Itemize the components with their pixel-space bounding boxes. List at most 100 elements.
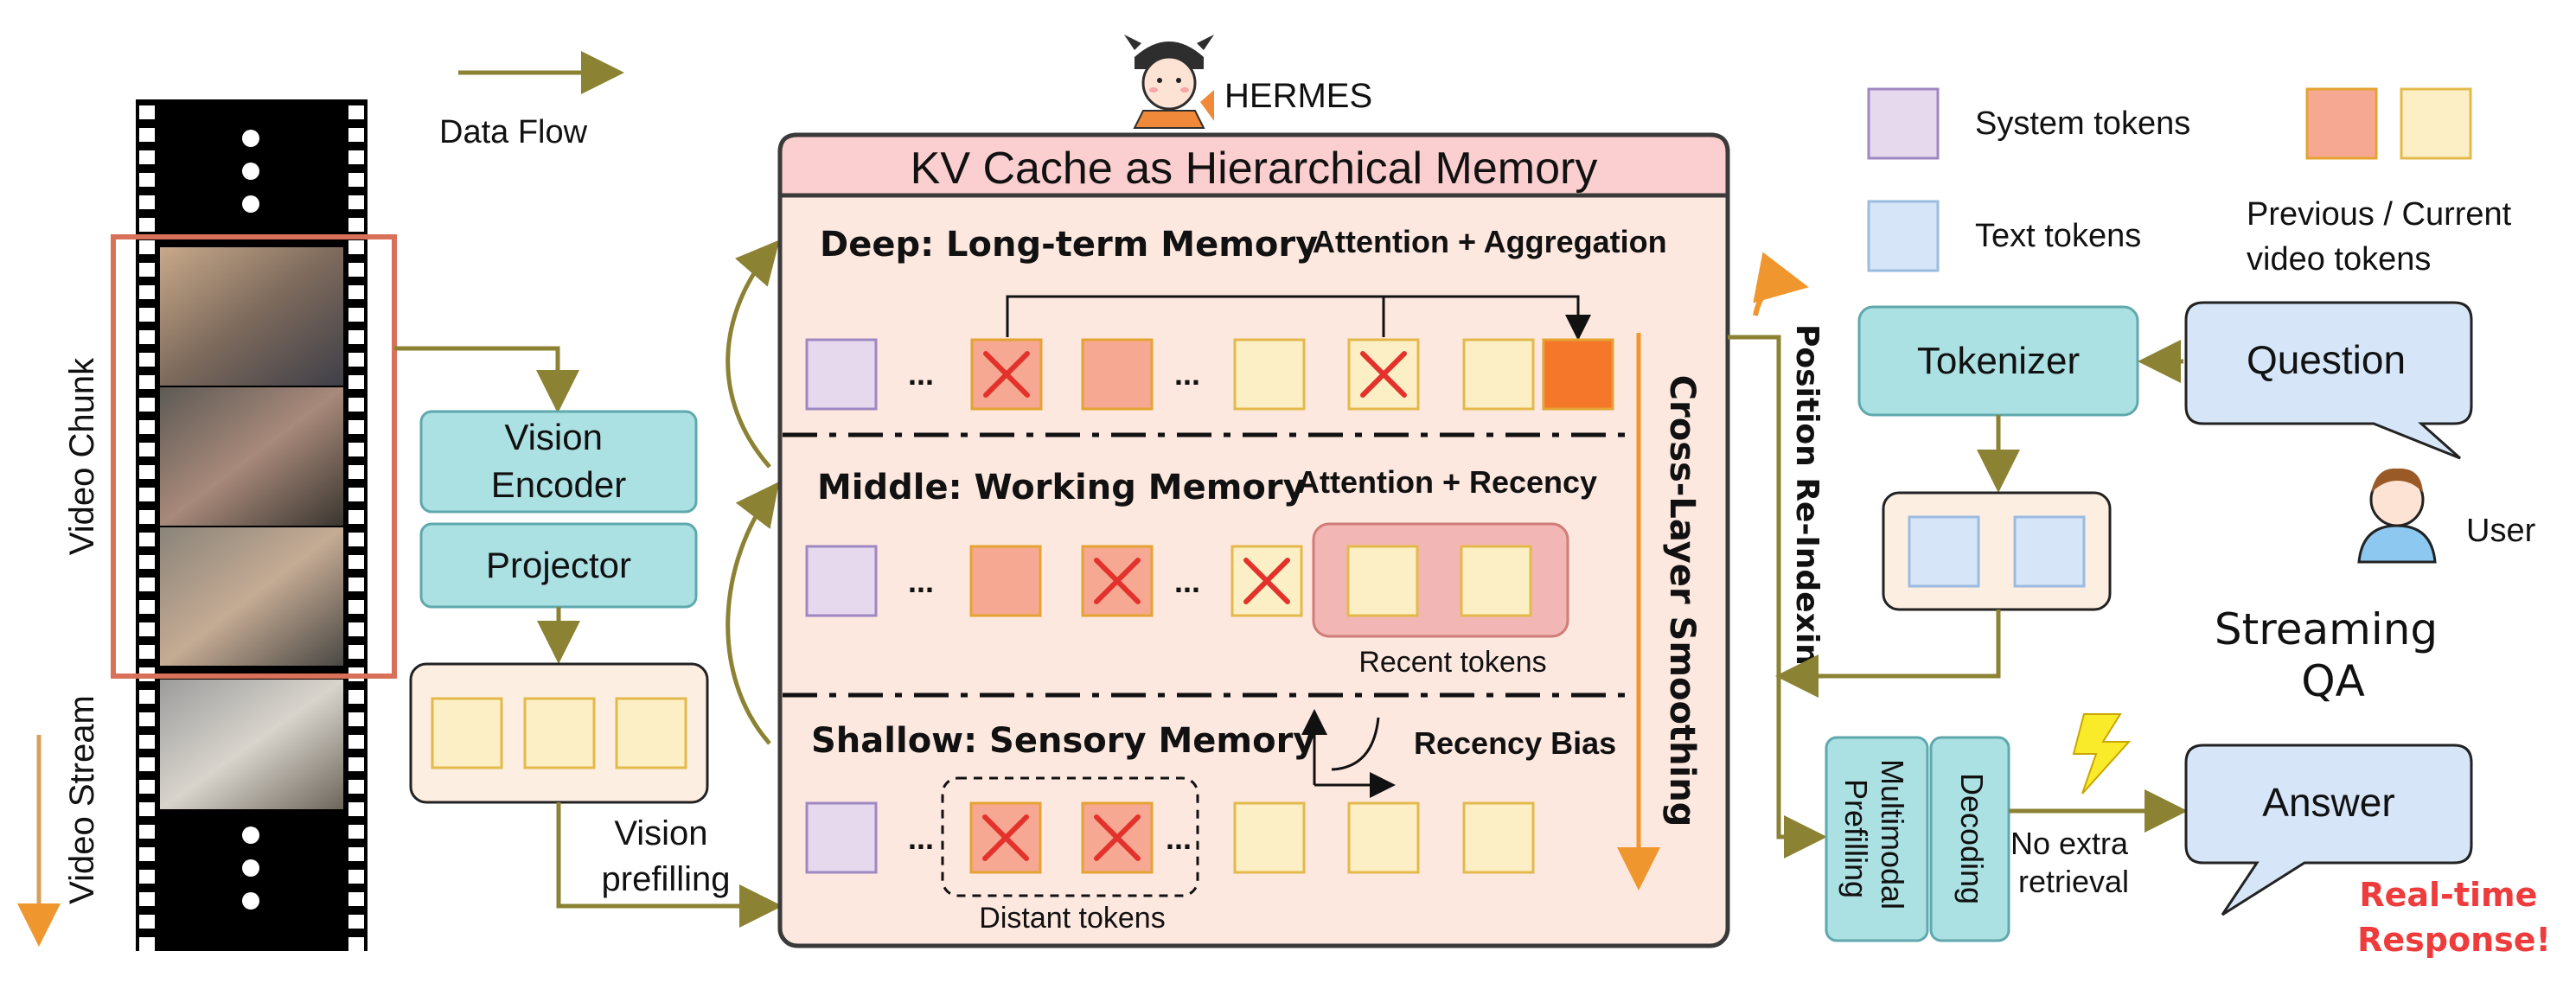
system-token [805, 338, 878, 411]
projector-box: Projector [419, 522, 698, 609]
evict-cross-icon [1094, 814, 1141, 861]
sprocket-hole [348, 622, 364, 636]
video-token [1462, 801, 1535, 874]
video-token [969, 545, 1042, 617]
sprocket-hole [139, 330, 155, 344]
sprocket-hole [139, 353, 155, 367]
sprocket-hole [348, 105, 364, 119]
sprocket-hole [139, 915, 155, 929]
text-tokens-to-prefill-arrow [1775, 610, 2001, 698]
sprocket-hole [139, 218, 155, 232]
sprocket-hole [139, 375, 155, 389]
sprocket-hole [348, 150, 364, 164]
ellipsis: ... [1174, 564, 1200, 599]
sprocket-hole [348, 645, 364, 659]
sprocket-hole [139, 533, 155, 546]
sprocket-hole [348, 735, 364, 749]
realtime-response-label: Real-time Response! [2357, 876, 2551, 959]
sprocket-hole [348, 690, 364, 704]
video-token [1460, 545, 1532, 617]
aggregation-bracket [1006, 295, 1591, 341]
shallow-to-middle-arrow [725, 482, 780, 745]
film-dot [242, 163, 259, 180]
current-video-token-swatch [2400, 87, 2472, 160]
video-stream-label: Video Stream [63, 695, 101, 904]
sprocket-hole [348, 802, 364, 816]
video-token [1347, 801, 1420, 874]
sprocket-hole [139, 105, 155, 119]
sprocket-hole [139, 870, 155, 884]
sprocket-hole [348, 285, 364, 299]
sprocket-hole [348, 825, 364, 839]
film-strip [136, 99, 368, 951]
evict-cross-icon [982, 814, 1029, 861]
sprocket-hole [348, 443, 364, 456]
middle-layer-operation: Attention + Recency [1297, 464, 1597, 500]
recent-tokens-label: Recent tokens [1358, 646, 1546, 679]
film-dot [242, 130, 259, 147]
shallow-layer-title: Shallow: Sensory Memory [811, 721, 1315, 761]
video-frame-3 [160, 527, 343, 666]
sprocket-hole [348, 712, 364, 726]
video-token [1233, 338, 1306, 411]
sprocket-hole [139, 757, 155, 771]
evicted-token [1347, 338, 1420, 411]
distant-tokens-group [941, 776, 1199, 897]
evict-cross-icon [1360, 351, 1407, 398]
sprocket-hole [139, 398, 155, 412]
sprocket-hole [348, 398, 364, 412]
video-token [1081, 338, 1154, 411]
sprocket-hole [139, 465, 155, 479]
sprocket-hole [348, 218, 364, 232]
sprocket-hole [139, 510, 155, 524]
sprocket-hole [139, 892, 155, 906]
cross-layer-smoothing-label: Cross-Layer Smoothing [1662, 375, 1702, 827]
sprocket-hole [348, 465, 364, 479]
video-token [1233, 801, 1306, 874]
video-token [615, 697, 687, 769]
video-token [1346, 545, 1419, 617]
kv-cache-panel [777, 132, 1730, 948]
streaming-qa-label: Streaming QA [2215, 604, 2451, 706]
lightning-icon [2072, 713, 2132, 795]
sprocket-hole [139, 128, 155, 142]
tokenizer-box: Tokenizer [1857, 305, 2139, 417]
sprocket-hole [348, 195, 364, 209]
sprocket-hole [348, 533, 364, 546]
svg-text:Decoding: Decoding [1954, 773, 1990, 904]
sprocket-hole [139, 622, 155, 636]
video-token [523, 697, 596, 769]
decoding-box: Decoding [1929, 736, 2010, 942]
distant-tokens-label: Distant tokens [979, 902, 1165, 935]
sprocket-hole [348, 780, 364, 794]
ellipsis: ... [908, 820, 934, 856]
film-dot [242, 892, 259, 910]
text-token [2013, 515, 2086, 588]
video-token [431, 697, 503, 769]
sprocket-hole [139, 240, 155, 254]
sprocket-hole [348, 128, 364, 142]
video-chunk-label: Video Chunk [63, 357, 101, 555]
sprocket-hole [139, 443, 155, 456]
ellipsis: ... [908, 564, 934, 599]
question-bubble: Question [2184, 301, 2473, 460]
no-extra-retrieval-label: No extra retrieval [2010, 826, 2137, 899]
sprocket-hole [348, 330, 364, 344]
ellipsis: ... [1174, 356, 1200, 392]
user-avatar-icon [2357, 468, 2437, 564]
video-frame-2 [160, 387, 343, 526]
shallow-layer-operation: Recency Bias [1414, 725, 1616, 761]
ellipsis: ... [1166, 820, 1192, 856]
sprocket-hole [348, 420, 364, 434]
legend: Data Flow System tokens Text tokens Prev… [439, 51, 2512, 278]
position-reindexing-label: Position Re-Indexing [1789, 324, 1825, 688]
sprocket-hole [348, 915, 364, 929]
sprocket-hole [139, 825, 155, 839]
sprocket-hole [139, 802, 155, 816]
film-dot [242, 195, 259, 213]
sprocket-hole [139, 263, 155, 277]
video-token [1542, 338, 1614, 411]
film-dot [242, 827, 259, 844]
text-token-swatch [1867, 200, 1940, 272]
sprocket-hole [348, 240, 364, 254]
